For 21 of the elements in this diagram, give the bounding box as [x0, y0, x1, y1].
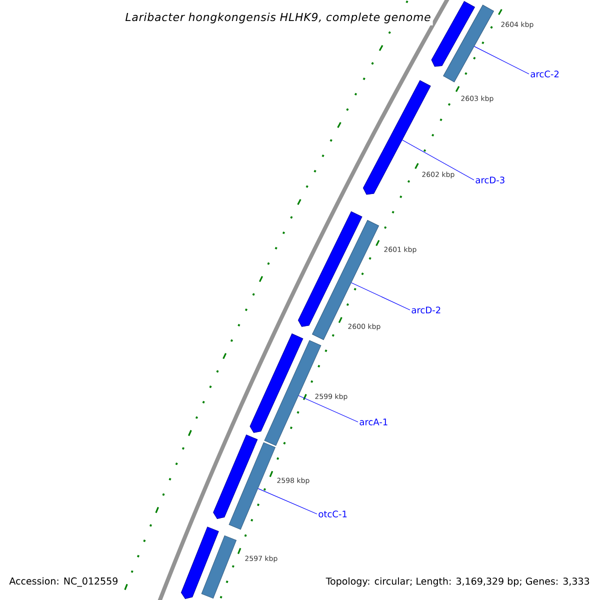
- gene-bar: [443, 4, 494, 82]
- gene-label: arcA-1: [360, 418, 388, 426]
- gene-block: [431, 1, 475, 67]
- gene-bar: [228, 442, 276, 530]
- title: Laribacter hongkongensis HLHK9, complete genome: [123, 10, 433, 26]
- leader-line: [402, 140, 474, 180]
- leader-line: [474, 46, 530, 74]
- gene-block: [213, 434, 258, 519]
- gene-bar: [312, 220, 380, 340]
- gene-label: arcD-3: [476, 176, 504, 184]
- gene-block: [180, 526, 219, 599]
- gene-label: otcC-1: [318, 510, 347, 518]
- info-text: Accession: NC_012559: [8, 576, 120, 588]
- gene-bar: [201, 535, 236, 599]
- leader-line: [258, 488, 318, 514]
- leader-line: [298, 395, 358, 422]
- info-text: Topology: circular; Length: 3,169,329 bp; Genes: 3,333: [324, 576, 591, 588]
- gene-label: arcC-2: [530, 70, 559, 78]
- gene-block: [250, 333, 304, 433]
- gene-label: arcD-2: [412, 306, 440, 314]
- leader-line: [351, 282, 410, 310]
